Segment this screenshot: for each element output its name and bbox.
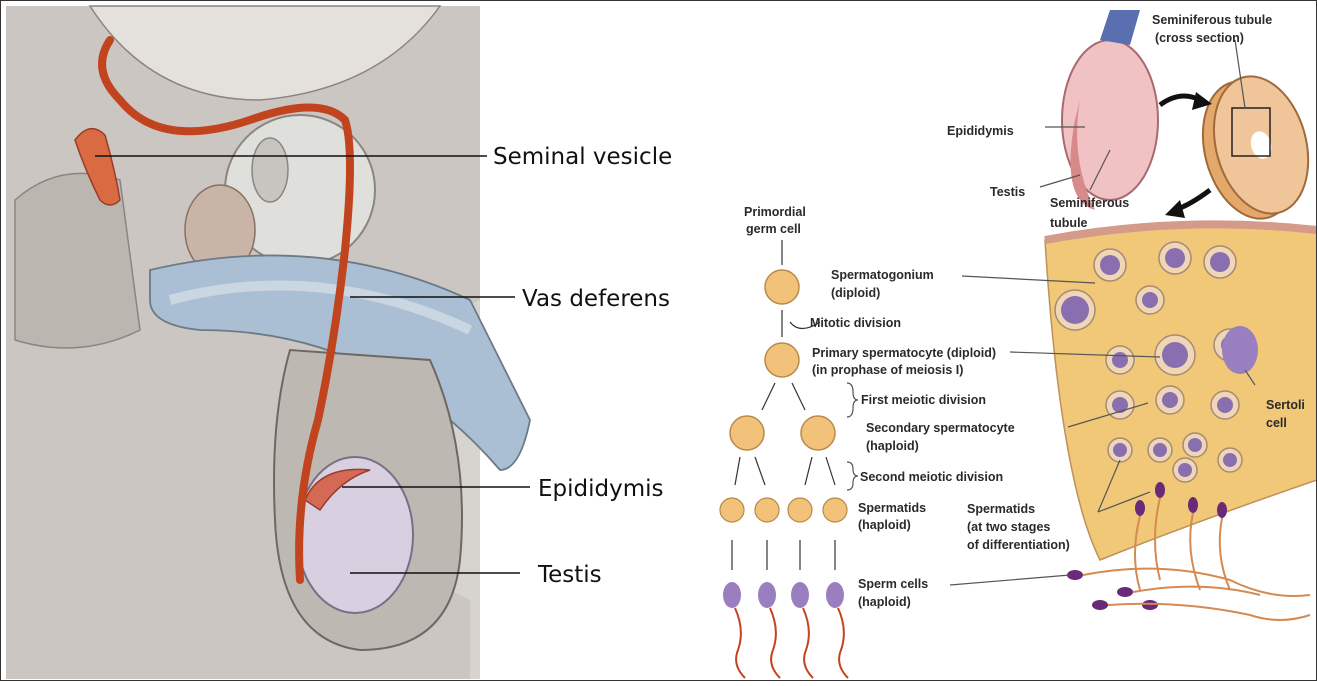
image-border <box>0 0 1317 681</box>
figure-stage: Seminal vesicle Vas deferens Epididymis … <box>0 0 1317 681</box>
